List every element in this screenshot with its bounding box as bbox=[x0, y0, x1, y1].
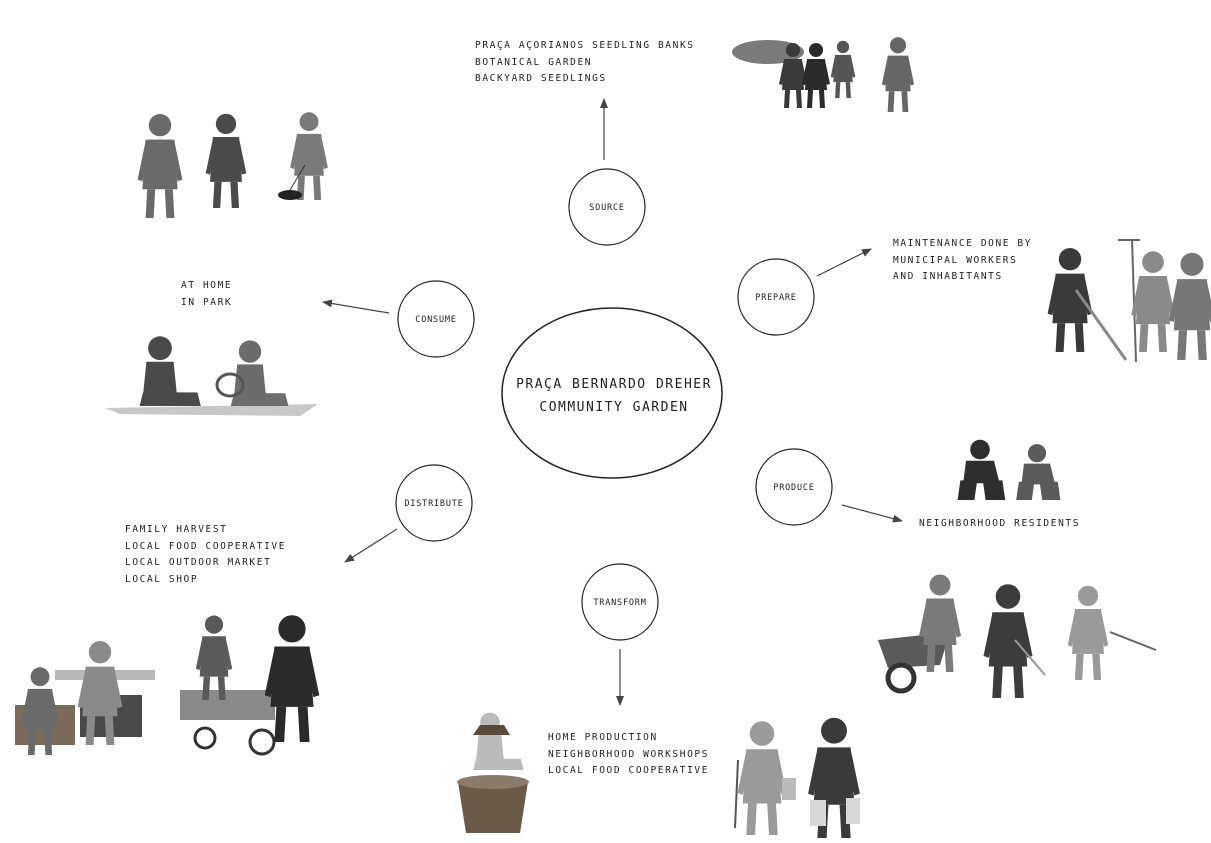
arrow-distribute bbox=[344, 528, 398, 563]
consume-label-line: AT HOME bbox=[181, 280, 233, 291]
node-prepare-label: PREPARE bbox=[755, 293, 796, 303]
node-transform: TRANSFORM bbox=[581, 563, 659, 641]
transform-label-block: HOME PRODUCTION NEIGHBORHOOD WORKSHOPS L… bbox=[548, 730, 709, 780]
consume-label-line: IN PARK bbox=[181, 296, 233, 308]
source-label-line: PRAÇA AÇORIANOS SEEDLING BANKS bbox=[475, 40, 695, 51]
transform-label-line: NEIGHBORHOOD WORKSHOPS bbox=[548, 748, 710, 760]
center-node: PRAÇA BERNARDO DREHER COMMUNITY GARDEN bbox=[501, 307, 723, 479]
node-consume: CONSUME bbox=[397, 280, 475, 358]
figures-produce-workers bbox=[878, 574, 1157, 698]
distribute-label-line: LOCAL FOOD COOPERATIVE bbox=[125, 540, 287, 552]
center-title-line2: COMMUNITY GARDEN bbox=[539, 400, 688, 415]
prepare-label-line: AND INHABITANTS bbox=[893, 271, 1003, 282]
arrow-consume bbox=[322, 299, 390, 314]
source-label-line: BOTANICAL GARDEN bbox=[475, 56, 593, 68]
distribute-label-line: LOCAL OUTDOOR MARKET bbox=[125, 557, 272, 568]
arrows bbox=[322, 98, 903, 706]
figures-consume-walkers bbox=[137, 112, 328, 218]
node-consume-label: CONSUME bbox=[415, 315, 456, 325]
prepare-label-line: MAINTENANCE DONE BY bbox=[893, 238, 1033, 249]
node-prepare: PREPARE bbox=[737, 258, 815, 336]
distribute-label-line: LOCAL SHOP bbox=[125, 573, 199, 585]
prepare-label-line: MUNICIPAL WORKERS bbox=[893, 254, 1018, 266]
node-distribute: DISTRIBUTE bbox=[395, 464, 473, 542]
produce-label-block: NEIGHBORHOOD RESIDENTS bbox=[919, 516, 1080, 533]
transform-label-line: LOCAL FOOD COOPERATIVE bbox=[548, 765, 710, 776]
figures-distribute bbox=[15, 615, 320, 756]
figures-transform bbox=[457, 712, 860, 838]
node-produce-label: PRODUCE bbox=[773, 483, 814, 493]
figures-prepare bbox=[1047, 239, 1211, 363]
produce-label-line: NEIGHBORHOOD RESIDENTS bbox=[919, 518, 1081, 529]
figures-produce bbox=[957, 439, 1061, 500]
distribute-label-line: FAMILY HARVEST bbox=[125, 524, 228, 535]
node-source: SOURCE bbox=[568, 168, 646, 246]
consume-label-block: AT HOME IN PARK bbox=[181, 278, 232, 311]
distribute-label-block: FAMILY HARVEST LOCAL FOOD COOPERATIVE LO… bbox=[125, 522, 286, 588]
prepare-label-block: MAINTENANCE DONE BY MUNICIPAL WORKERS AN… bbox=[893, 236, 1032, 286]
node-transform-label: TRANSFORM bbox=[593, 598, 646, 608]
arrow-produce bbox=[841, 504, 903, 523]
center-title-line1: PRAÇA BERNARDO DREHER bbox=[516, 377, 712, 392]
node-distribute-label: DISTRIBUTE bbox=[404, 499, 463, 509]
source-label-line: BACKYARD SEEDLINGS bbox=[475, 73, 607, 84]
transform-label-line: HOME PRODUCTION bbox=[548, 732, 658, 743]
node-produce: PRODUCE bbox=[755, 448, 833, 526]
node-source-label: SOURCE bbox=[589, 203, 625, 213]
figures-source bbox=[732, 37, 915, 112]
arrow-prepare bbox=[816, 248, 872, 277]
source-label-block: PRAÇA AÇORIANOS SEEDLING BANKS BOTANICAL… bbox=[475, 38, 695, 88]
figures-consume-picnic bbox=[105, 336, 318, 416]
